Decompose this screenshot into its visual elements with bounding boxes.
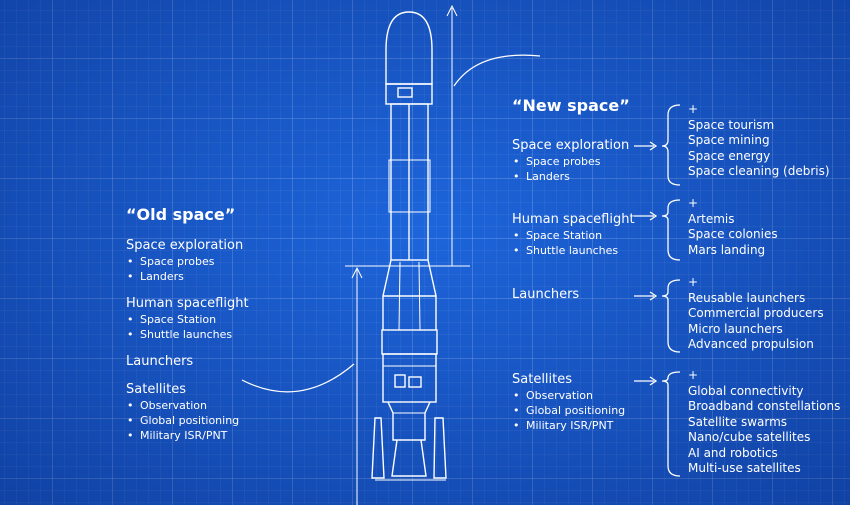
old-group-human: Human spaceflight Space Station Shuttle … (126, 296, 249, 342)
new-group-launchers: Launchers (512, 287, 579, 303)
old-category-label: Satellites (126, 382, 187, 397)
engine-section (387, 401, 431, 441)
new-list-item: Space Station (512, 228, 635, 243)
addition-item: Space mining (688, 133, 770, 147)
old-group-exploration: Space exploration Space probes Landers (126, 238, 249, 284)
old-list-item: Observation (126, 398, 249, 413)
rocket-fairing (385, 11, 433, 85)
new-category-label: Launchers (512, 287, 580, 302)
fairing-band (385, 83, 433, 105)
addition-item: Global connectivity (688, 383, 804, 398)
old-list-item: Space Station (126, 312, 249, 327)
addition-item: Nano/cube satellites (688, 430, 811, 444)
plus-sign: + (688, 275, 699, 289)
old-list-item: Global positioning (126, 413, 249, 428)
addition-item: Space tourism (688, 117, 775, 132)
old-category-label: Launchers (126, 354, 194, 369)
arc-lower (241, 363, 355, 393)
arc-upper (453, 54, 541, 87)
addition-item: Space colonies (688, 227, 778, 241)
old-space-title: “Old space” (126, 205, 236, 224)
stage-window-1 (394, 374, 406, 388)
addition-item: Space energy (688, 148, 771, 163)
new-group-satellites: Satellites Observation Global positionin… (512, 372, 625, 433)
first-stage (382, 353, 437, 403)
old-space-block: “Old space” Space exploration Space prob… (126, 205, 249, 455)
stage-window-2 (408, 376, 422, 388)
addition-item: Satellite swarms (688, 414, 788, 429)
old-group-satellites: Satellites Observation Global positionin… (126, 382, 249, 443)
new-space-title: “New space” (512, 96, 630, 115)
addition-item: Mars landing (688, 242, 766, 257)
new-list-item: Global positioning (512, 403, 625, 418)
new-category-label: Human spaceflight (512, 212, 635, 227)
old-category-label: Space exploration (126, 238, 244, 253)
plus-sign: + (688, 102, 699, 116)
addition-item: Advanced propulsion (688, 337, 814, 351)
additions-launchers: + Reusable launchers Commercial producer… (688, 275, 824, 353)
plus-sign: + (688, 368, 699, 382)
new-group-exploration: Space exploration Space probes Landers (512, 138, 629, 184)
plus-sign: + (688, 196, 699, 210)
bracket-human (661, 199, 681, 261)
new-category-label: Satellites (512, 372, 573, 387)
additions-human: + Artemis Space colonies Mars landing (688, 196, 778, 258)
old-list-item: Landers (126, 269, 249, 284)
bracket-exploration (661, 104, 681, 186)
addition-item: Reusable launchers (688, 290, 806, 305)
old-list-item: Space probes (126, 254, 249, 269)
addition-item: Broadband constellations (688, 399, 841, 413)
bracket-launchers (661, 279, 681, 353)
addition-item: AI and robotics (688, 445, 778, 460)
new-list-item: Space probes (512, 154, 629, 169)
addition-item: Space cleaning (debris) (688, 164, 830, 178)
new-group-human: Human spaceflight Space Station Shuttle … (512, 212, 635, 258)
addition-item: Multi-use satellites (688, 461, 801, 475)
addition-item: Commercial producers (688, 306, 824, 320)
bracket-satellites (661, 371, 681, 477)
right-booster (433, 417, 447, 479)
new-list-item: Shuttle launches (512, 243, 635, 258)
new-list-item: Military ISR/PNT (512, 418, 625, 433)
old-category-label: Human spaceflight (126, 296, 249, 311)
new-category-label: Space exploration (512, 138, 630, 153)
old-list-item: Military ISR/PNT (126, 428, 249, 443)
fairing-window (397, 87, 413, 98)
first-stage-band (381, 329, 438, 355)
nozzle (391, 439, 427, 477)
addition-item: Artemis (688, 211, 735, 226)
new-list-item: Landers (512, 169, 629, 184)
stage-transition (382, 259, 437, 330)
addition-item: Micro launchers (688, 321, 783, 336)
additions-exploration: + Space tourism Space mining Space energ… (688, 102, 830, 180)
new-list-item: Observation (512, 388, 625, 403)
engine-band (392, 412, 426, 441)
old-list-item: Shuttle launches (126, 327, 249, 342)
left-booster (371, 417, 385, 479)
interstage-band (388, 159, 431, 213)
old-group-launchers: Launchers (126, 354, 249, 370)
additions-satellites: + Global connectivity Broadband constell… (688, 368, 840, 477)
